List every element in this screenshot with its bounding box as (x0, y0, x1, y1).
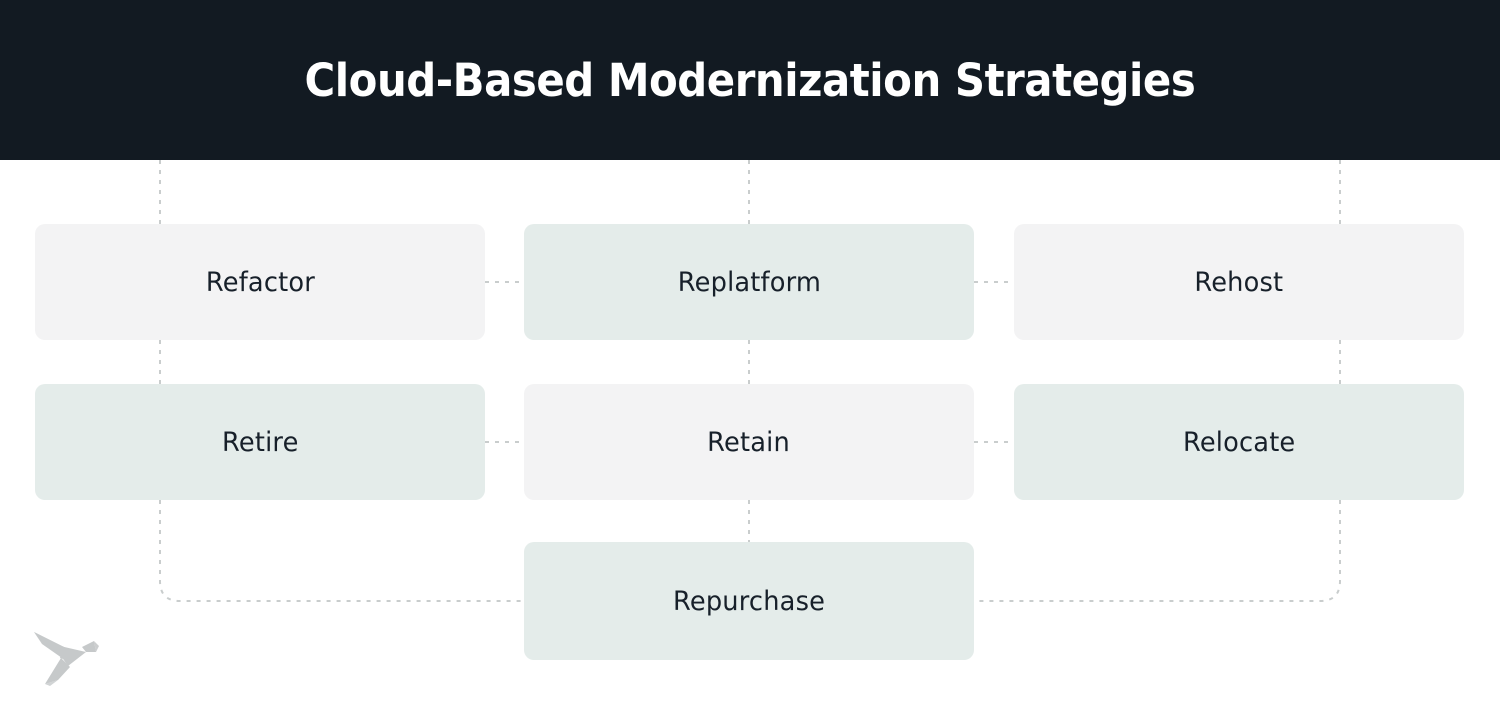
node-label: Repurchase (672, 585, 826, 617)
node-retain[interactable]: Retain (524, 384, 974, 500)
page-header: Cloud-Based Modernization Strategies (0, 0, 1500, 160)
node-label: Relocate (1182, 426, 1296, 458)
node-label: Refactor (205, 266, 315, 298)
node-rehost[interactable]: Rehost (1014, 224, 1464, 340)
node-retire[interactable]: Retire (35, 384, 485, 500)
connector-col3-to-repurchase (974, 500, 1341, 602)
node-label: Retire (221, 426, 299, 458)
connector-col1-to-repurchase (159, 500, 524, 602)
node-label: Rehost (1194, 266, 1284, 298)
origami-bird-logo (34, 632, 99, 686)
node-refactor[interactable]: Refactor (35, 224, 485, 340)
node-repurchase[interactable]: Repurchase (524, 542, 974, 660)
page-title: Cloud-Based Modernization Strategies (304, 53, 1196, 107)
node-label: Replatform (677, 266, 821, 298)
node-relocate[interactable]: Relocate (1014, 384, 1464, 500)
diagram-canvas: Refactor Replatform Rehost Retire Retain… (0, 160, 1500, 720)
node-label: Retain (707, 426, 791, 458)
node-replatform[interactable]: Replatform (524, 224, 974, 340)
